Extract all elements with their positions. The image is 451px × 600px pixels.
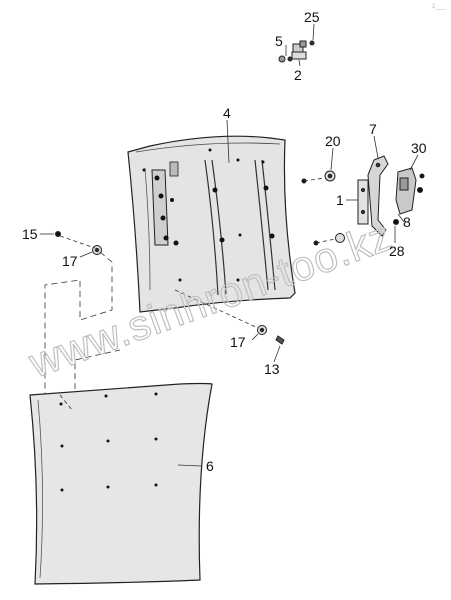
front-panel-outline [29, 382, 213, 585]
latch-arm-7 [367, 155, 389, 237]
corner-mark: 2___ [432, 4, 446, 10]
label-13: 13 [264, 361, 280, 377]
rib-right [254, 159, 269, 291]
label-2: 2 [294, 67, 302, 83]
leader-4 [226, 119, 230, 164]
leaders-latch [303, 135, 419, 244]
label-5: 5 [275, 33, 283, 49]
label-17-left: 17 [62, 253, 78, 269]
label-6: 6 [206, 458, 214, 474]
rib-left [204, 159, 219, 296]
leaders-left [40, 233, 121, 406]
nut-28 [393, 219, 399, 225]
leader-6 [59, 394, 203, 467]
front-panel-holes [59, 392, 158, 492]
label-1: 1 [336, 192, 344, 208]
front-panel-6 [29, 382, 213, 585]
latch-plate-1 [357, 179, 369, 225]
label-4: 4 [223, 105, 231, 121]
label-25: 25 [304, 9, 320, 25]
label-15: 15 [22, 226, 38, 242]
left-hardware [55, 231, 102, 255]
panel-hinge-plate [151, 169, 169, 246]
washer-5 [287, 56, 293, 62]
hinge-parts-top [278, 40, 315, 63]
rear-panel-4 [127, 135, 296, 313]
label-20: 20 [325, 133, 341, 149]
label-7: 7 [369, 121, 377, 137]
label-28: 28 [389, 243, 405, 259]
bolt-15 [55, 231, 61, 237]
panel-bolts [142, 148, 275, 282]
label-8: 8 [403, 214, 411, 230]
hinge-base [291, 51, 307, 60]
screw-13 [275, 335, 285, 345]
callout-labels: 25 5 2 4 20 7 30 1 8 28 15 17 17 13 6 [22, 9, 427, 474]
hinge-pin [299, 40, 307, 48]
rear-panel-outline [127, 135, 296, 313]
label-17-lower: 17 [230, 334, 246, 350]
latch-assembly [301, 155, 425, 246]
nut-5 [278, 55, 286, 63]
leaders-top [285, 23, 315, 67]
leaders-bottom [174, 289, 281, 363]
label-30: 30 [411, 140, 427, 156]
bottom-hardware [257, 325, 285, 345]
screw-25 [309, 40, 315, 46]
latch-bracket-30 [395, 167, 417, 215]
